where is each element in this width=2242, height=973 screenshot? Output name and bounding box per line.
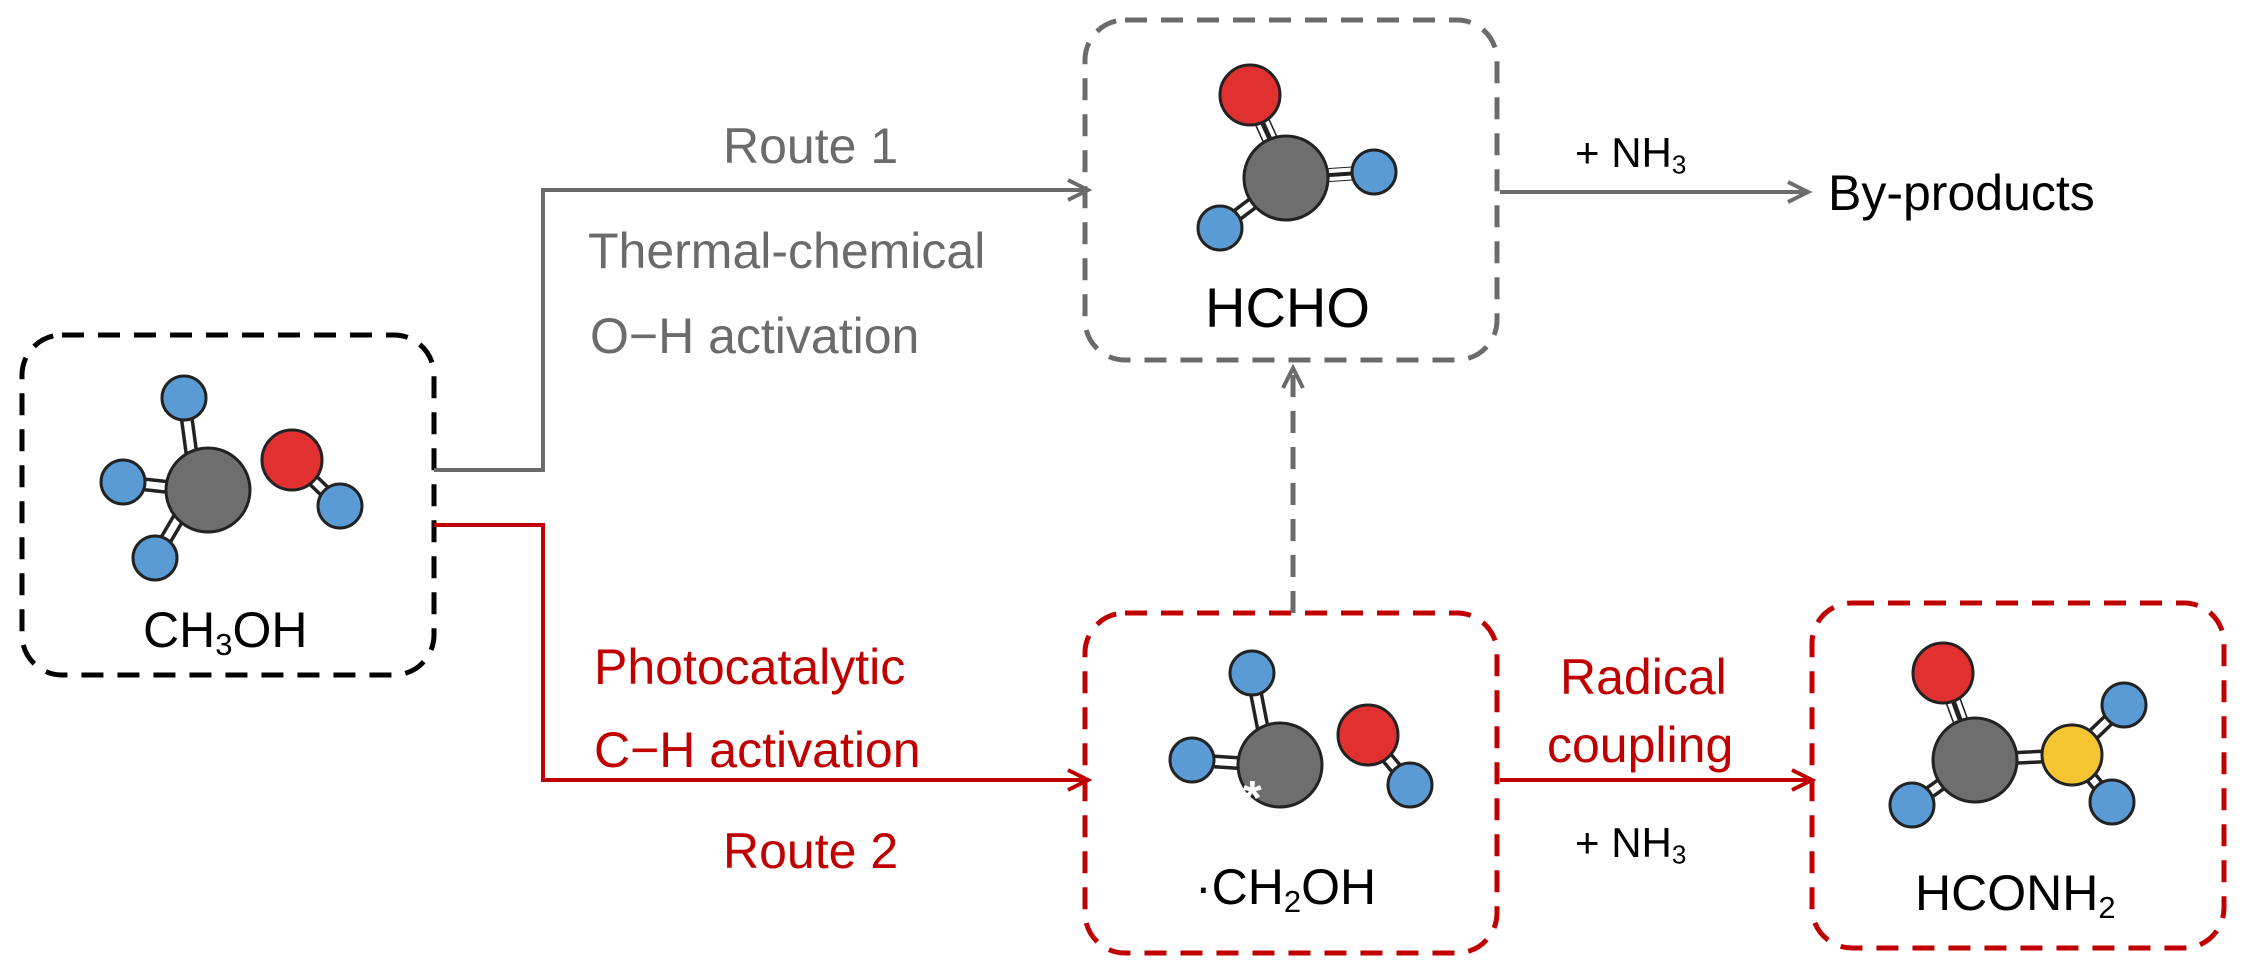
byproducts-label: By-products: [1828, 165, 2095, 221]
route2-arrow: [434, 523, 1093, 792]
upper-ammonia-reagent: + NH3: [1575, 129, 1687, 180]
hydrogen-atom: [160, 374, 208, 422]
oxygen-atom: [1218, 63, 1282, 127]
radical-coupling-line2: coupling: [1547, 717, 1734, 773]
byproducts-arrow: [1500, 180, 1813, 204]
methanol-box: [19, 332, 437, 678]
nitrogen-atom: [2040, 723, 2104, 787]
carbon-atom: [1242, 134, 1330, 222]
oxygen-atom: [1336, 703, 1400, 767]
radical-marker: *: [1243, 772, 1262, 825]
oxygen-atom: [1911, 641, 1975, 705]
route1-description-line1: Thermal-chemical: [588, 223, 986, 279]
hydrogen-atom: [2088, 778, 2136, 826]
carbon-atom: [1931, 716, 2019, 804]
coupling-arrow: [1500, 768, 1817, 792]
route1-arrow: [434, 178, 1093, 472]
route1-title: Route 1: [723, 118, 899, 174]
radical-coupling-line1: Radical: [1560, 649, 1727, 705]
hydrogen-atom: [1196, 204, 1244, 252]
radical-label: ·CH2OH: [1195, 859, 1377, 919]
formamide-label: HCONH2: [1915, 865, 2116, 925]
lower-ammonia-reagent: + NH3: [1575, 819, 1687, 870]
hydrogen-atom: [99, 458, 147, 506]
formamide-box: [1809, 600, 2227, 951]
methanol-label: CH3OH: [143, 602, 308, 662]
carbon-atom: [1236, 721, 1324, 809]
radical-molecule: [1168, 649, 1434, 809]
radical-to-hcho-dashed-arrow: [1281, 363, 1305, 613]
carbon-atom: [164, 446, 252, 534]
hydrogen-atom: [2100, 681, 2148, 729]
formaldehyde-label: HCHO: [1205, 276, 1370, 339]
oxygen-atom: [260, 428, 324, 492]
route1-description-line2: O−H activation: [590, 308, 920, 364]
route2-title: Route 2: [723, 823, 899, 879]
hydrogen-atom: [316, 482, 364, 530]
hydrogen-atom: [1168, 736, 1216, 784]
hydrogen-atom: [1228, 649, 1276, 697]
hydrogen-atom: [1888, 781, 1936, 829]
formamide-molecule: [1888, 641, 2148, 829]
hydrogen-atom: [1350, 148, 1398, 196]
hydrogen-atom: [1386, 761, 1434, 809]
route2-description-line1: Photocatalytic: [594, 639, 906, 695]
formaldehyde-molecule: [1196, 63, 1398, 252]
route2-description-line2: C−H activation: [594, 722, 921, 778]
hydrogen-atom: [131, 534, 179, 582]
methanol-molecule: [99, 374, 364, 582]
